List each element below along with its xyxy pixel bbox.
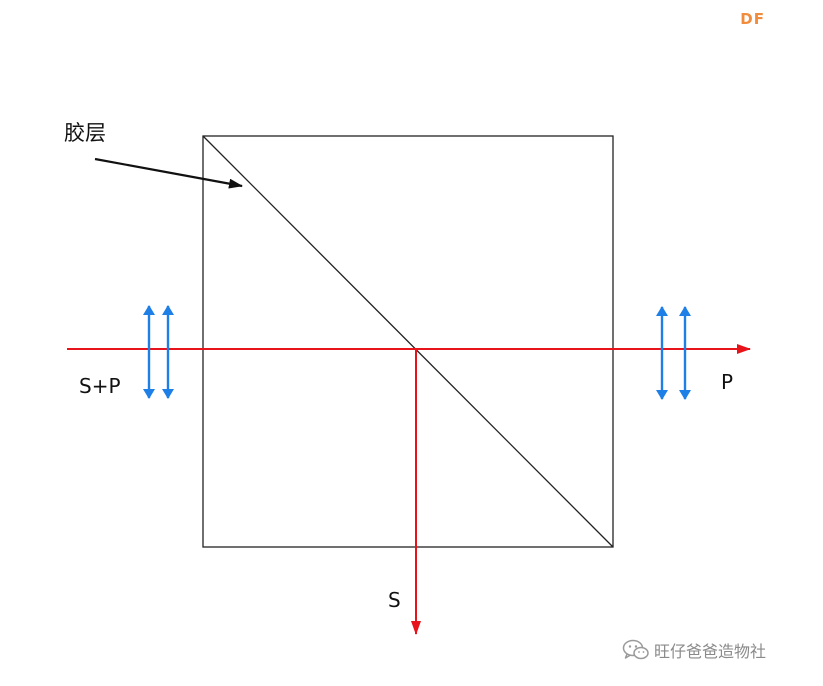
watermark: 旺仔爸爸造物社 [622, 638, 766, 662]
brand-logo: DF [740, 10, 765, 28]
reflected-light-label: S [388, 588, 401, 612]
glue-layer-pointer-arrow [94, 157, 243, 189]
watermark-text: 旺仔爸爸造物社 [654, 642, 767, 661]
wechat-icon [622, 639, 649, 660]
glue-layer-diagonal [202, 135, 614, 548]
transmitted-light-label: P [721, 370, 733, 394]
glue-layer-label: 胶层 [64, 121, 106, 145]
prism-cube [202, 135, 614, 548]
input-light-label: S+P [79, 374, 121, 398]
